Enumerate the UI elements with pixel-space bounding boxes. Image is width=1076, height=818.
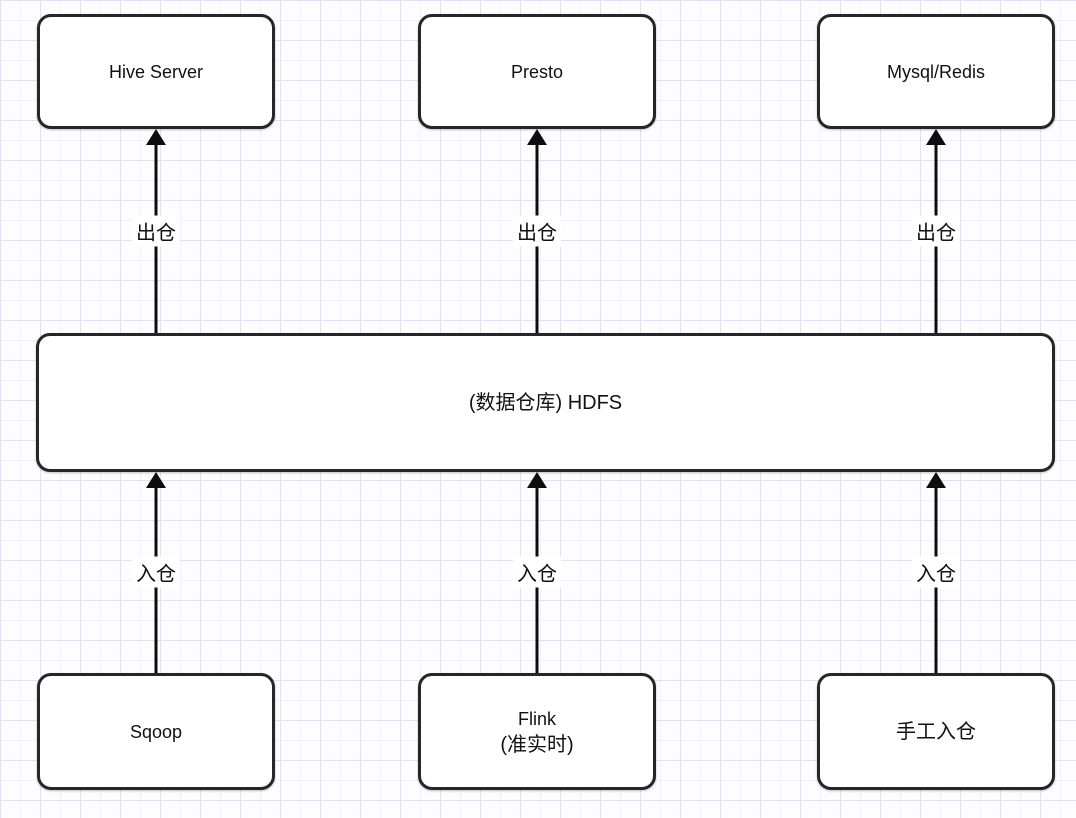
arrow-up-head [926, 129, 946, 145]
edge-label-inbound-left: 入仓 [132, 556, 180, 588]
arrow-up-head [146, 129, 166, 145]
arrow-up-head [527, 129, 547, 145]
node-flink-sublabel: (准实时) [500, 733, 574, 756]
edge-label-outbound-left: 出仓 [132, 215, 180, 247]
node-manual-ingest: 手工入仓 [817, 673, 1055, 790]
node-flink-label: Flink [517, 708, 556, 729]
arrow-up-head [527, 472, 547, 488]
node-hive-server-label: Hive Server [108, 61, 204, 82]
edge-label-outbound-right: 出仓 [912, 215, 960, 247]
node-presto: Presto [418, 14, 656, 129]
edge-label-outbound-center: 出仓 [513, 215, 561, 247]
node-hive-server: Hive Server [37, 14, 275, 129]
node-flink: Flink (准实时) [418, 673, 656, 790]
node-mysql-redis-label: Mysql/Redis [886, 61, 986, 82]
arrow-up-head [926, 472, 946, 488]
edge-label-inbound-right: 入仓 [912, 556, 960, 588]
node-sqoop: Sqoop [37, 673, 275, 790]
node-manual-ingest-label: 手工入仓 [896, 720, 976, 743]
node-presto-label: Presto [510, 61, 564, 82]
node-sqoop-label: Sqoop [129, 721, 183, 742]
node-hdfs: (数据仓库) HDFS [36, 333, 1055, 472]
node-hdfs-label: (数据仓库) HDFS [468, 391, 623, 414]
arrow-up-head [146, 472, 166, 488]
node-mysql-redis: Mysql/Redis [817, 14, 1055, 129]
edge-label-inbound-center: 入仓 [513, 556, 561, 588]
